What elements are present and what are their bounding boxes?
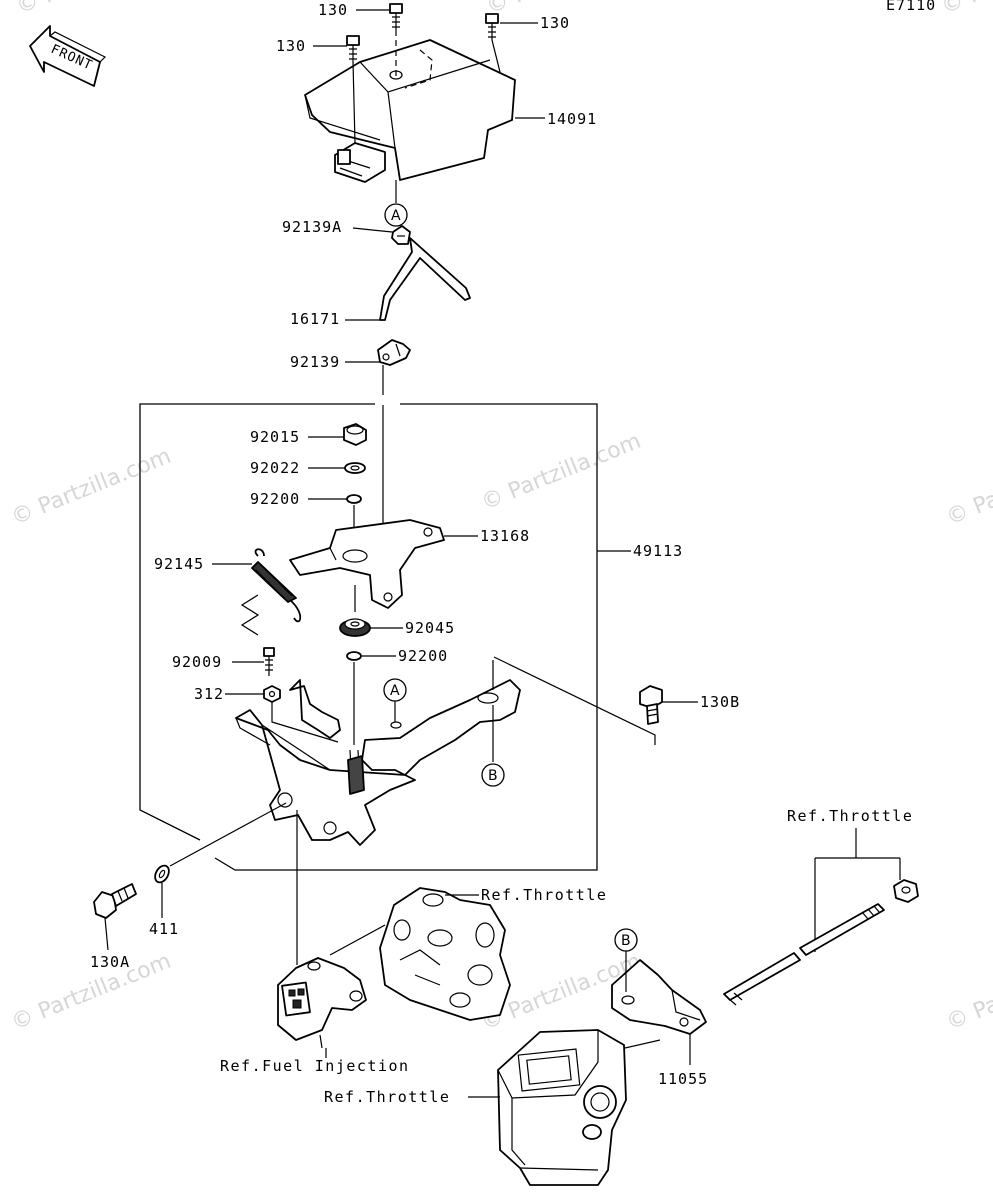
washer-92022-icon xyxy=(344,462,366,474)
bushing-92045-icon xyxy=(339,618,371,637)
marker-b-mid-label: B xyxy=(488,768,498,784)
watermark-left: © Partzilla.com xyxy=(8,444,175,531)
bolt-130-right-icon xyxy=(485,13,499,40)
callout-92022: 92022 xyxy=(250,459,300,477)
ref-throttle-right: Ref.Throttle xyxy=(787,807,913,825)
nut-92015-icon xyxy=(343,423,367,446)
watermark-center: © Partzilla.com xyxy=(478,429,645,516)
clamp-92139a-icon xyxy=(391,225,411,245)
front-arrow-icon: FRONT xyxy=(29,25,107,87)
clamp-92139-icon xyxy=(377,339,411,366)
callout-130b: 130B xyxy=(700,693,740,711)
nut-312-icon xyxy=(263,685,281,703)
callout-130a: 130A xyxy=(90,953,130,971)
nut-ref-throttle-icon xyxy=(893,879,919,903)
lever-11055-drawing xyxy=(611,959,707,1035)
callout-92139a: 92139A xyxy=(282,218,342,236)
callout-92200-lower: 92200 xyxy=(398,647,448,665)
watermark-top-right: © Partzilla.com xyxy=(938,0,993,20)
throttle-center-body-drawing xyxy=(379,887,511,1021)
callout-92200-upper: 92200 xyxy=(250,490,300,508)
pipe-16171-drawing xyxy=(379,237,471,321)
callout-92139: 92139 xyxy=(290,353,340,371)
marker-b-low-label: B xyxy=(621,933,631,949)
callout-130-left: 130 xyxy=(276,37,306,55)
ref-throttle-bottom: Ref.Throttle xyxy=(324,1088,450,1106)
bolt-130b-icon xyxy=(639,685,663,725)
bolt-130-top-icon xyxy=(389,3,403,30)
watermark-lower-right: © Partzilla.com xyxy=(943,949,993,1036)
washer-92200-upper-icon xyxy=(346,494,362,504)
callout-130-right: 130 xyxy=(540,14,570,32)
diagram-code: E7110 xyxy=(886,0,936,14)
callout-49113: 49113 xyxy=(633,542,683,560)
bolt-92009-icon xyxy=(263,647,275,676)
throttle-bottom-body-drawing xyxy=(497,1029,627,1186)
callout-92009: 92009 xyxy=(172,653,222,671)
bolt-130-left-icon xyxy=(346,35,360,62)
callout-16171: 16171 xyxy=(290,310,340,328)
ref-fuel-injection: Ref.Fuel Injection xyxy=(220,1057,410,1075)
marker-a-mid-label: A xyxy=(390,683,400,699)
callout-11055: 11055 xyxy=(658,1070,708,1088)
callout-14091: 14091 xyxy=(547,110,597,128)
spring-92145-icon xyxy=(251,548,302,623)
washer-92200-lower-icon xyxy=(346,651,362,661)
callout-92015: 92015 xyxy=(250,428,300,446)
marker-a-top-label: A xyxy=(391,208,401,224)
marker-b-mid xyxy=(481,763,505,787)
ref-throttle-center: Ref.Throttle xyxy=(481,886,607,904)
sensor-fuel-injection-drawing xyxy=(277,957,367,1049)
callout-312: 312 xyxy=(194,685,224,703)
callout-411: 411 xyxy=(149,920,179,938)
bolt-130a-icon xyxy=(93,883,137,919)
callout-92045: 92045 xyxy=(405,619,455,637)
marker-a-top xyxy=(384,203,408,227)
lever-13168-drawing xyxy=(289,519,445,609)
throttle-shaft-drawing xyxy=(723,903,885,1006)
callout-130-top: 130 xyxy=(318,1,348,19)
assembly-frame-49113 xyxy=(139,403,598,871)
callout-92145: 92145 xyxy=(154,555,204,573)
watermark-top-left: © Partzilla.com xyxy=(13,0,180,20)
main-bracket-drawing xyxy=(235,679,521,846)
washer-411-icon xyxy=(154,864,170,884)
callout-13168: 13168 xyxy=(480,527,530,545)
watermark-right-mid: © Partzilla.com xyxy=(943,444,993,531)
cover-14091-drawing xyxy=(304,39,516,183)
